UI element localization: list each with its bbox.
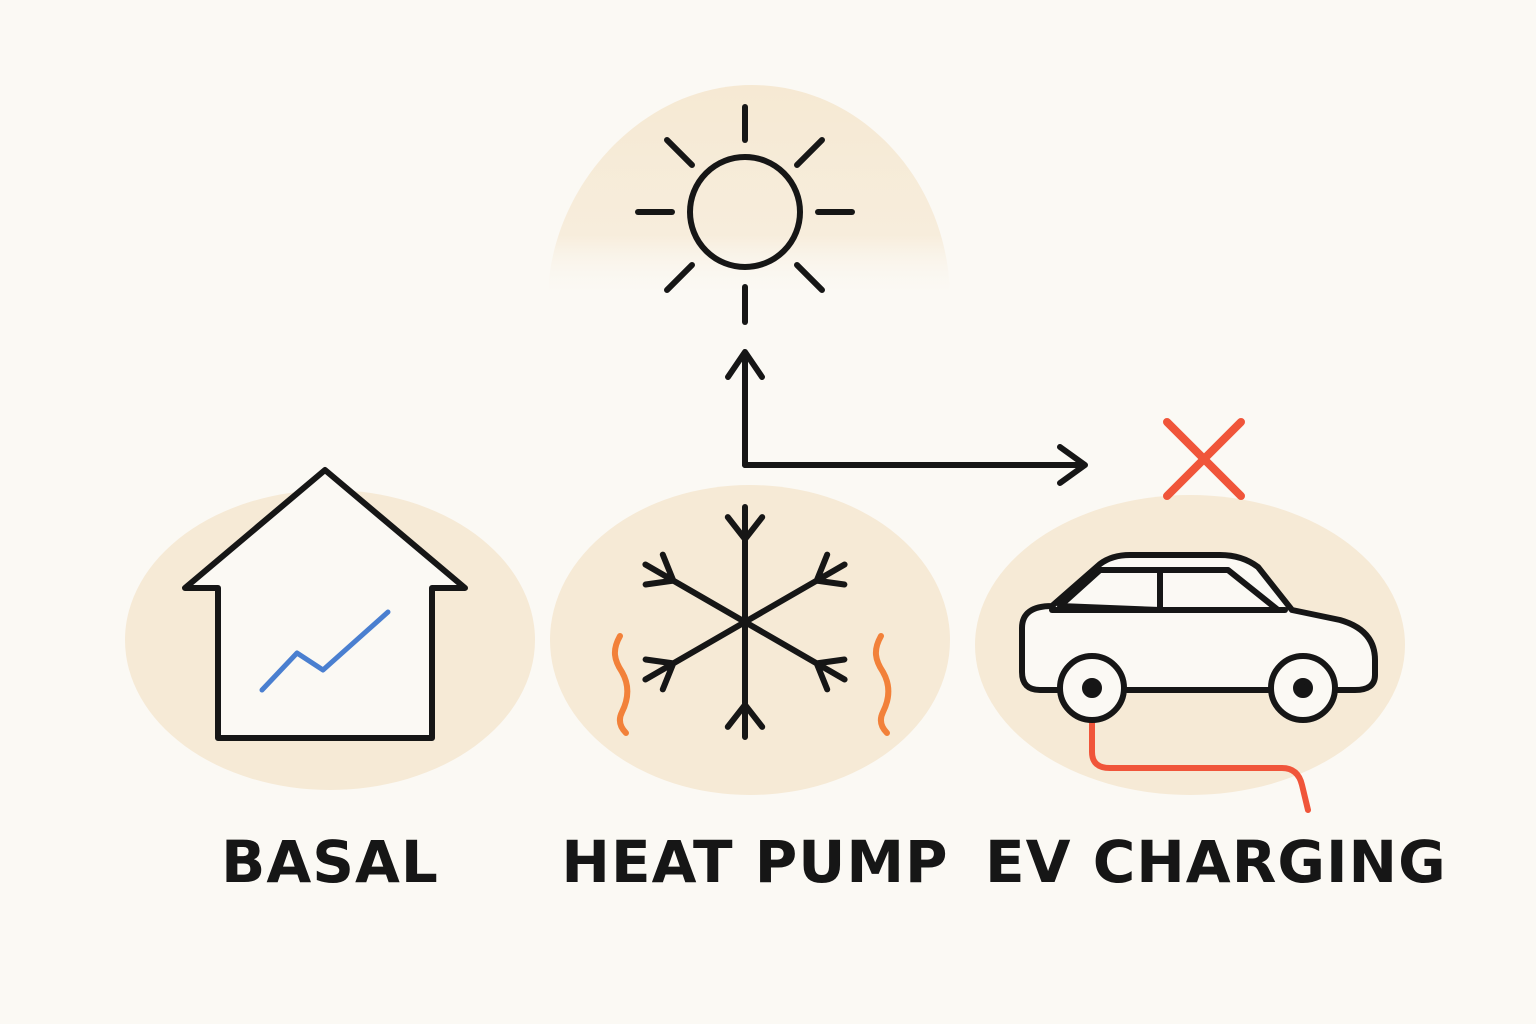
heat-wave-right bbox=[873, 633, 892, 736]
heat-wave-left bbox=[612, 633, 631, 736]
red-x-icon bbox=[1163, 418, 1245, 500]
arrow-right-to-ev bbox=[742, 444, 1088, 486]
basal-label: BASAL bbox=[221, 828, 439, 896]
car-body bbox=[1019, 552, 1378, 693]
snowflake-arms bbox=[642, 504, 848, 740]
house-with-rising-line-icon bbox=[182, 467, 468, 741]
ev-charging-label: EV CHARGING bbox=[985, 828, 1447, 896]
connector-arrows bbox=[725, 349, 1088, 486]
plugged-car-icon bbox=[1019, 552, 1378, 813]
heat-pump-label: HEAT PUMP bbox=[561, 828, 949, 896]
snowflake-icon bbox=[642, 504, 848, 740]
arrow-up-to-sun bbox=[725, 349, 765, 468]
heat-pump-blob bbox=[550, 485, 950, 795]
heat-wave-icons bbox=[612, 633, 892, 736]
sun-icon bbox=[635, 104, 855, 325]
rising-trend-line bbox=[259, 609, 391, 693]
charging-cable bbox=[1089, 719, 1311, 813]
sun-blob bbox=[548, 85, 950, 300]
